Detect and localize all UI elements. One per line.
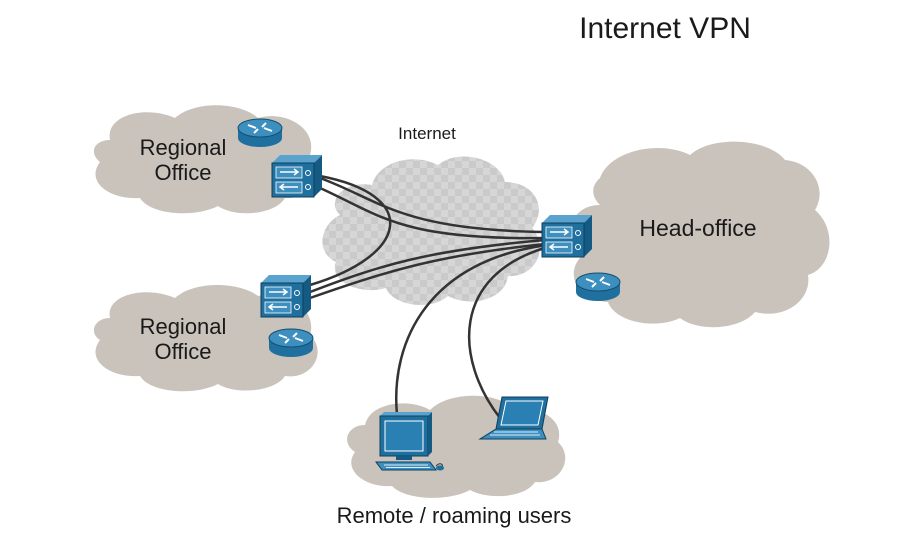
tunnel-office1-b — [319, 186, 546, 240]
router-icon — [237, 118, 283, 147]
head-office-label: Head-office — [639, 215, 756, 241]
desktop-computer-icon — [375, 412, 444, 471]
router-icon — [575, 272, 621, 301]
tunnel-laptop — [467, 245, 549, 419]
tunnel-office1-a — [319, 176, 546, 234]
diagram-title: Internet VPN — [579, 12, 751, 45]
regional-office-2-label-line2: Office — [154, 339, 211, 364]
tunnel-office1-office2 — [309, 174, 392, 287]
regional-office-2-label-line1: Regional — [140, 314, 227, 339]
remote-users-label: Remote / roaming users — [337, 503, 572, 528]
regional-office-1-label-line2: Office — [154, 160, 211, 185]
vpn-concentrator-icon — [541, 215, 592, 258]
internet-label: Internet — [398, 124, 456, 143]
vpn-concentrator-icon — [271, 155, 322, 198]
tunnel-office2-a — [309, 238, 546, 294]
vpn-concentrator-icon — [260, 275, 311, 318]
tunnel-office2-b — [309, 242, 546, 300]
vpn-tunnels — [309, 174, 549, 419]
regional-office-1-label-line1: Regional — [140, 135, 227, 160]
tunnel-desktop — [395, 243, 549, 416]
router-icon — [268, 328, 314, 357]
laptop-icon — [478, 396, 549, 440]
head-office-cloud — [569, 141, 830, 328]
